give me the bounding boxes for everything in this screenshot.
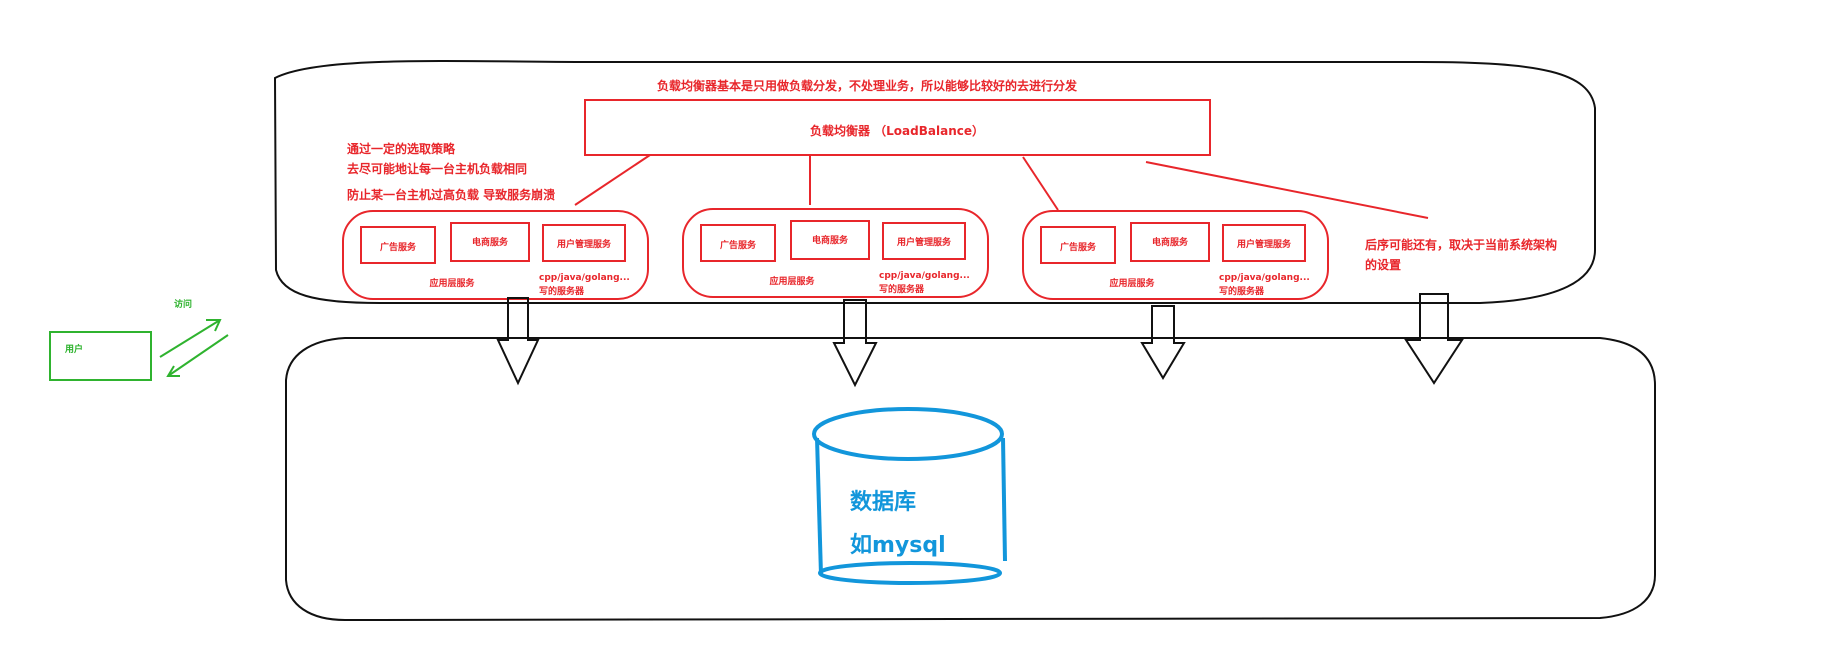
down-arrow-4: [1404, 293, 1464, 385]
strategy-note-line2: 去尽可能地让每一台主机负载相同: [347, 161, 527, 176]
lang-line2: 写的服务器: [879, 283, 925, 295]
future-note-line1: 后序可能还有，取决于当前系统架构: [1365, 237, 1557, 252]
database-label: 数据库: [850, 489, 916, 515]
user-label: 用户: [64, 343, 83, 355]
future-note-line2: 的设置: [1365, 257, 1401, 272]
app-layer-label: 应用层服务: [769, 275, 815, 287]
user-box: [49, 331, 152, 381]
app-layer-label: 应用层服务: [429, 277, 475, 289]
app-layer-container: [273, 59, 1596, 304]
lb-line-4: [1145, 161, 1429, 219]
user-mgmt-service-label: 用户管理服务: [1236, 238, 1292, 250]
database-cylinder: [812, 407, 1007, 585]
down-arrow-1: [496, 297, 540, 386]
server-group-3: 广告服务 电商服务 用户管理服务 应用层服务 cpp/java/golang..…: [1022, 210, 1329, 300]
lb-line-3: [1022, 156, 1059, 211]
ecommerce-service-label: 电商服务: [1152, 236, 1189, 248]
ecommerce-service-label: 电商服务: [472, 236, 509, 248]
down-arrow-3: [1140, 305, 1186, 380]
load-balancer-note: 负载均衡器基本是只用做负载分发，不处理业务，所以能够比较好的去进行分发: [657, 78, 1078, 93]
lang-line2: 写的服务器: [1219, 285, 1265, 297]
server-group-1: 广告服务 电商服务 用户管理服务 应用层服务 cpp/java/golang..…: [342, 210, 649, 300]
lang-line1: cpp/java/golang...: [879, 271, 970, 281]
ecommerce-service-label: 电商服务: [812, 234, 849, 246]
app-layer-label: 应用层服务: [1109, 277, 1155, 289]
lb-line-1: [574, 154, 651, 206]
down-arrow-2: [832, 299, 878, 388]
user-mgmt-service-label: 用户管理服务: [896, 236, 952, 248]
database-example: 如mysql: [850, 533, 946, 558]
strategy-note-line3: 防止某一台主机过高负载 导致服务崩溃: [347, 187, 555, 202]
strategy-note-line1: 通过一定的选取策略: [347, 141, 456, 156]
access-label: 访问: [174, 298, 192, 310]
load-balancer-label: 负载均衡器 （LoadBalance）: [810, 123, 984, 138]
ad-service-label: 广告服务: [1060, 241, 1097, 253]
ad-service-label: 广告服务: [380, 241, 417, 253]
server-group-2: 广告服务 电商服务 用户管理服务 应用层服务 cpp/java/golang..…: [682, 208, 989, 298]
lang-line1: cpp/java/golang...: [539, 273, 630, 283]
lang-line1: cpp/java/golang...: [1219, 273, 1310, 283]
load-balancer-box: [584, 99, 1211, 156]
ad-service-label: 广告服务: [720, 239, 757, 251]
data-layer-container: [285, 337, 1656, 622]
access-arrows: [159, 319, 229, 377]
user-mgmt-service-label: 用户管理服务: [556, 238, 612, 250]
lang-line2: 写的服务器: [539, 285, 585, 297]
